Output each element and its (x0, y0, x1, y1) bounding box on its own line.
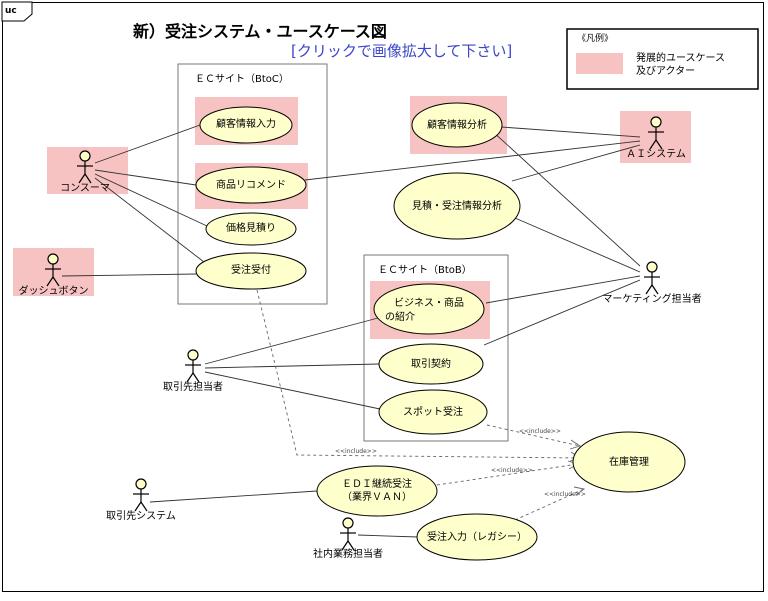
actor-consumer-label: コンスーマ (60, 183, 110, 194)
actor-ai-system-figure[interactable] (648, 116, 664, 150)
legend-text-line2: 及びアクター (636, 66, 696, 77)
include-stereotype-spot: <<include>> (519, 428, 561, 435)
actor-consumer-figure[interactable] (77, 150, 93, 184)
usecase-spot-order-label: スポット受注 (403, 407, 463, 418)
usecase-spot-order[interactable] (378, 389, 488, 435)
frame-tab (1, 1, 33, 22)
actor-marketing-label: マーケティング担当者 (602, 294, 702, 305)
usecase-inventory-label: 在庫管理 (609, 457, 649, 468)
usecase-price-estimate-label: 価格見積り (226, 223, 276, 234)
enlarge-link[interactable]: [クリックで画像拡大して下さい] (291, 42, 513, 60)
actor-partner-system-label: 取引先システム (106, 511, 176, 522)
usecase-customer-info-analysis-label: 顧客情報分析 (427, 120, 487, 131)
usecase-edi-order-label-line1: ＥＤＩ継続受注 (342, 479, 412, 490)
usecase-legacy-input[interactable] (416, 513, 538, 561)
include-stereotype-edi: <<include>> (491, 467, 533, 474)
frame-tab-label: uc (5, 6, 17, 16)
usecase-order-receive-label: 受注受付 (231, 265, 271, 276)
boundary-btoc-label: ＥＣサイト（BtoC） (195, 74, 289, 85)
legend-header: 《凡例》 (577, 34, 614, 44)
legend-swatch (576, 53, 623, 74)
usecase-order-receive[interactable] (195, 252, 307, 290)
boundary-btob-label: ＥＣサイト（BtoB） (378, 265, 472, 276)
actor-ai-system-label: ＡＩシステム (626, 149, 686, 160)
usecase-customer-info-analysis[interactable] (411, 102, 503, 148)
legend-text-line1: 発展的ユースケース (636, 53, 725, 64)
usecase-contract[interactable] (378, 343, 484, 385)
usecase-product-recommend-label: 商品リコメンド (216, 180, 286, 191)
include-lines (256, 289, 585, 521)
association-lines (61, 124, 641, 538)
actor-figures (45, 116, 664, 551)
actor-partner-system-figure[interactable] (133, 478, 149, 512)
usecase-biz-intro-label-line1: ビジネス・商品 (394, 298, 464, 309)
usecase-ellipses (195, 102, 686, 561)
actor-marketing-figure[interactable] (644, 261, 660, 295)
usecase-estimate-order-analysis[interactable] (393, 172, 521, 240)
usecase-customer-info-input[interactable] (199, 106, 293, 144)
include-stereotype-legacy: <<include>> (544, 491, 586, 498)
usecase-edi-order-label-line2: （業界ＶＡＮ） (342, 492, 412, 503)
actor-partner-person-figure[interactable] (185, 349, 201, 383)
usecase-legacy-input-label: 受注入力（レガシー） (427, 532, 527, 543)
usecase-inventory[interactable] (572, 431, 686, 493)
usecase-edi-order[interactable] (316, 465, 438, 517)
usecase-price-estimate[interactable] (205, 212, 297, 246)
actor-dash-button-figure[interactable] (45, 253, 61, 287)
actor-partner-person-label: 取引先担当者 (163, 382, 223, 393)
actor-internal-staff-label: 社内業務担当者 (313, 549, 383, 560)
usecase-biz-intro-label-line2: の紹介 (385, 312, 415, 323)
usecase-customer-info-input-label: 顧客情報入力 (216, 119, 276, 130)
actor-internal-staff-figure[interactable] (340, 517, 356, 551)
usecase-estimate-order-analysis-label: 見積・受注情報分析 (412, 201, 502, 212)
diagram-frame (2, 2, 764, 592)
usecase-product-recommend[interactable] (195, 166, 307, 204)
actor-dash-button-label: ダッシュボタン (18, 286, 89, 297)
diagram-title: 新）受注システム・ユースケース図 (133, 22, 387, 41)
include-stereotype-order: <<include>> (335, 448, 377, 455)
usecase-contract-label: 取引契約 (411, 359, 451, 370)
usecase-biz-intro[interactable] (373, 283, 485, 335)
